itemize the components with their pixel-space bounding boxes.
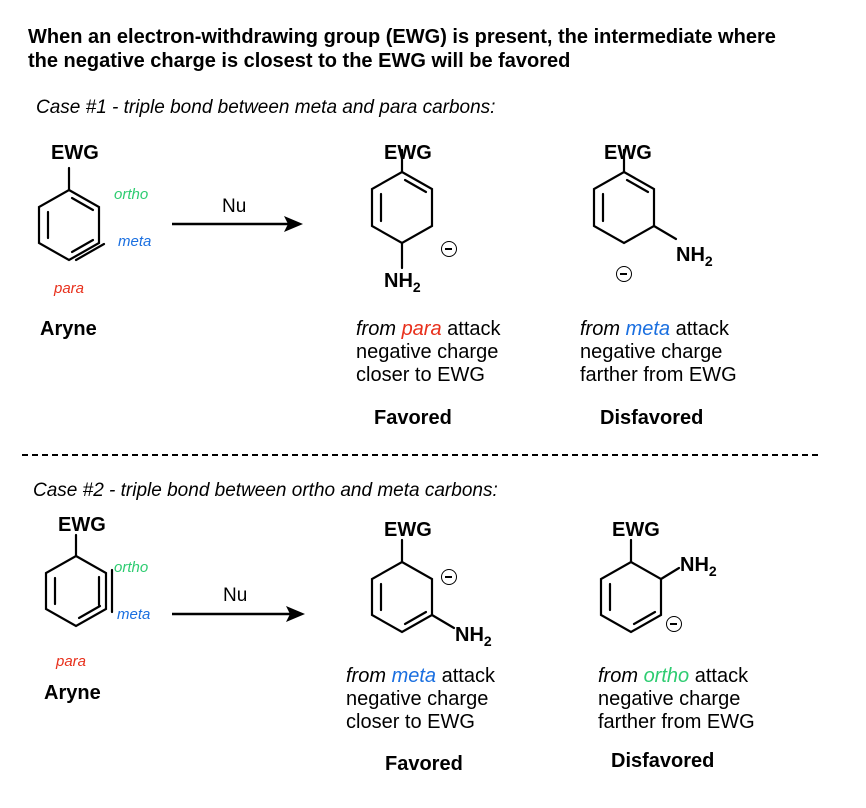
case2-site-meta: meta [391, 665, 437, 687]
case1-meta-label: meta [118, 233, 152, 250]
case2-product-b-nh2: NH2 [680, 554, 717, 579]
page-title: When an electron-withdrawing group (EWG)… [28, 25, 776, 73]
case1-site-para: para [401, 318, 442, 340]
reaction-arrow-icon [172, 216, 303, 232]
case1-ortho-label: ortho [114, 186, 149, 203]
case1-disfavored-label: Disfavored [600, 407, 704, 429]
section-divider [22, 454, 818, 456]
case2-product-b-ring [599, 538, 681, 634]
case1-reagent: Nu [222, 196, 247, 217]
case2-para-label: para [56, 653, 87, 670]
case2-ortho-label: ortho [114, 559, 149, 576]
case1-heading: Case #1 - triple bond between meta and p… [36, 97, 496, 118]
case2-site-ortho: ortho [643, 665, 690, 687]
case2-meta-label: meta [117, 606, 151, 623]
case2-aryne-name: Aryne [44, 682, 101, 704]
case2-product-a-ring [370, 538, 456, 634]
case1-aryne-name: Aryne [40, 318, 97, 340]
case1-product-b-description: from meta attack negative charge farther… [580, 318, 737, 386]
case1-aryne-ewg: EWG [51, 142, 99, 164]
case1-product-b-nh2: NH2 [676, 244, 713, 269]
title-line-2: the negative charge is closest to the EW… [28, 50, 571, 72]
case2-product-a-ewg: EWG [384, 519, 432, 541]
negative-charge-icon [616, 266, 632, 282]
case2-product-a-nh2: NH2 [455, 624, 492, 649]
case1-product-a-description: from para attack negative charge closer … [356, 318, 501, 386]
case1-favored-label: Favored [374, 407, 452, 429]
case2-product-b-ewg: EWG [612, 519, 660, 541]
case1-para-label: para [54, 280, 85, 297]
case2-favored-label: Favored [385, 753, 463, 775]
case2-heading: Case #2 - triple bond between ortho and … [33, 480, 498, 501]
case1-product-b-ewg: EWG [604, 142, 652, 164]
case1-site-meta: meta [625, 318, 671, 340]
case2-aryne-ring [44, 533, 114, 628]
case2-disfavored-label: Disfavored [611, 750, 715, 772]
negative-charge-icon [441, 241, 457, 257]
reaction-arrow-icon [172, 606, 305, 622]
title-line-1: When an electron-withdrawing group (EWG)… [28, 26, 776, 48]
case1-product-a-ewg: EWG [384, 142, 432, 164]
case2-product-a-description: from meta attack negative charge closer … [346, 665, 495, 733]
negative-charge-icon [666, 616, 682, 632]
negative-charge-icon [441, 569, 457, 585]
case2-product-b-description: from ortho attack negative charge farthe… [598, 665, 755, 733]
case2-reagent: Nu [223, 585, 248, 606]
case1-product-a-nh2: NH2 [384, 270, 421, 295]
case1-product-a-ring [370, 148, 434, 270]
case2-aryne-ewg: EWG [58, 514, 106, 536]
case1-product-b-ring [592, 148, 678, 245]
case1-aryne-ring [37, 166, 106, 262]
